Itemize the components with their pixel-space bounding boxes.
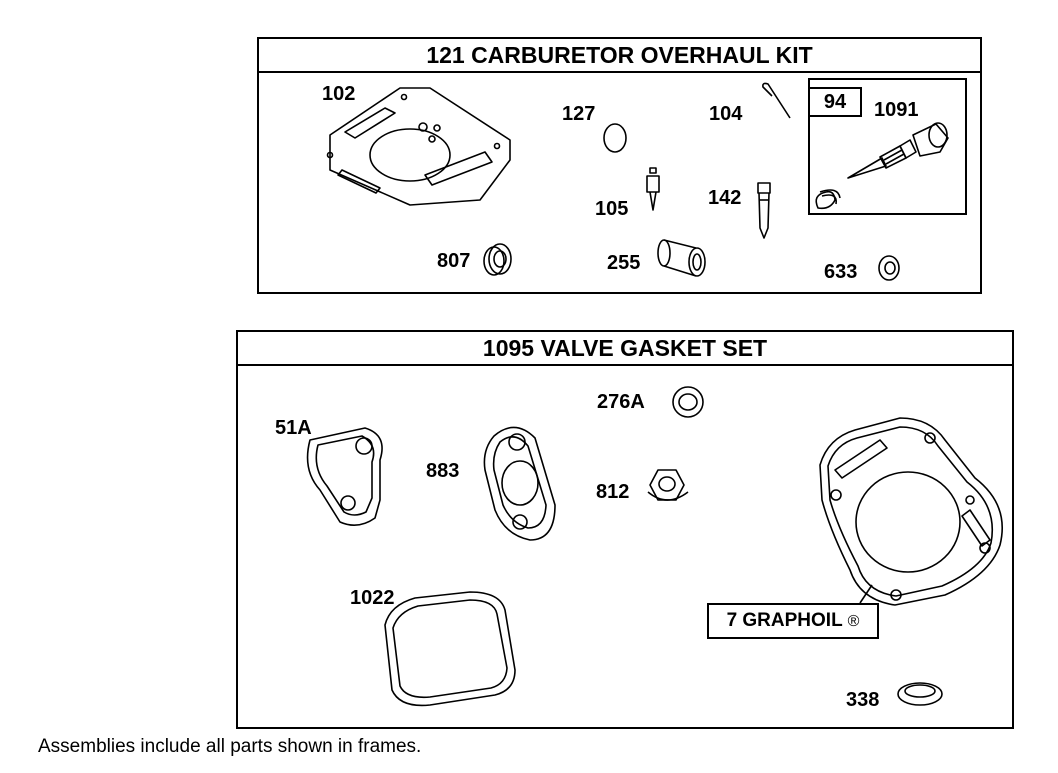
valve-gasket-title: 1095 VALVE GASKET SET — [238, 332, 1012, 366]
label-102: 102 — [322, 83, 356, 105]
part-105-needle — [646, 167, 660, 211]
part-255-bushing — [657, 239, 706, 277]
label-338: 338 — [846, 689, 880, 711]
sub-assembly-94-label: 94 — [808, 87, 862, 117]
part-812-nut — [647, 469, 689, 501]
part-276A-seal — [672, 386, 704, 418]
graphoil-label: 7 GRAPHOIL — [726, 610, 843, 631]
part-338-seal — [897, 682, 943, 706]
label-255: 255 — [607, 252, 641, 274]
part-7-head-gasket — [819, 417, 1004, 606]
label-127: 127 — [562, 103, 596, 125]
label-883: 883 — [426, 460, 460, 482]
part-102-gasket-plate — [326, 87, 511, 206]
label-105: 105 — [595, 198, 629, 220]
label-142: 142 — [708, 187, 742, 209]
label-51A: 51A — [275, 417, 312, 439]
carburetor-kit-title: 121 CARBURETOR OVERHAUL KIT — [259, 39, 980, 73]
label-807: 807 — [437, 250, 471, 272]
label-1022: 1022 — [350, 587, 395, 609]
graphoil-callout: 7 GRAPHOIL ® — [707, 603, 879, 639]
carburetor-kit-frame: 121 CARBURETOR OVERHAUL KIT — [257, 37, 982, 294]
valve-gasket-frame: 1095 VALVE GASKET SET — [236, 330, 1014, 729]
label-104: 104 — [709, 103, 743, 125]
part-633-washer — [878, 255, 900, 281]
part-807-seal — [483, 243, 512, 276]
registered-mark: ® — [847, 613, 860, 630]
part-1022-gasket — [384, 591, 516, 707]
label-633: 633 — [824, 261, 858, 283]
assemblies-note: Assemblies include all parts shown in fr… — [38, 736, 422, 757]
sub-assembly-94-frame — [808, 78, 967, 215]
part-51A-gasket — [306, 427, 383, 526]
label-1091: 1091 — [874, 99, 919, 121]
label-276A: 276A — [597, 391, 645, 413]
part-127-plug — [603, 123, 627, 153]
label-812: 812 — [596, 481, 630, 503]
graphoil-leader — [859, 584, 873, 604]
part-104-hook — [762, 82, 791, 119]
part-1091-screw — [815, 122, 949, 210]
part-883-gasket — [483, 426, 556, 541]
part-142-nozzle — [757, 182, 771, 239]
